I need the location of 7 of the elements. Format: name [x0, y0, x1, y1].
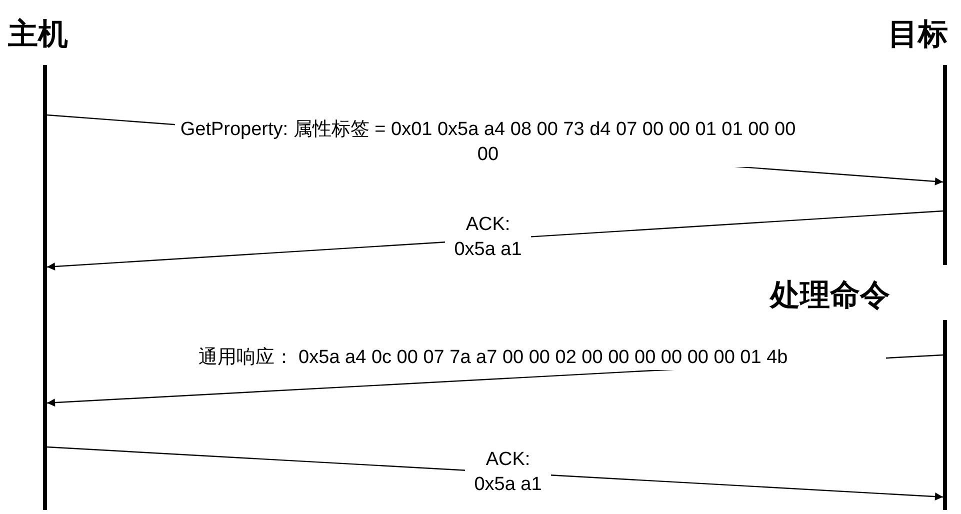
lifeline-title: 目标: [888, 16, 948, 54]
message-arrow: [46, 446, 944, 501]
lifeline: [943, 65, 947, 510]
message-arrow: [46, 210, 944, 270]
lifeline: [43, 65, 47, 510]
note-text: 处理命令: [770, 277, 890, 315]
lifeline-title: 主机: [8, 16, 68, 54]
